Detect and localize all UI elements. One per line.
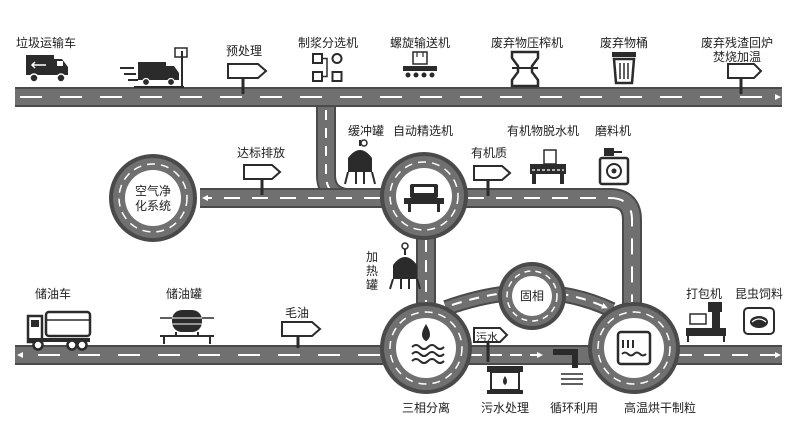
oil-tank-icon [160,310,214,344]
label-residue-incinerator-1: 废弃残渣回炉 [700,36,774,50]
label-wastewater-sign: 污水 [476,331,498,344]
road-sorter-to-drying [464,188,642,310]
label-waste-press: 废弃物压榨机 [490,36,564,50]
label-recycling: 循环利用 [549,401,599,415]
delivery-truck-scale-icon [120,47,188,88]
sign-organic-matter [473,165,512,196]
label-pretreatment: 预处理 [225,44,263,58]
label-solid-phase: 固相 [519,289,545,303]
label-organic-dewatering: 有机物脱水机 [507,124,580,138]
label-wastewater-treatment: 污水处理 [480,401,530,415]
label-pulping-sorting: 制浆分选机 [297,36,359,50]
waste-press-icon [510,50,540,88]
label-packer: 打包机 [686,287,723,301]
circle-solid-phase [498,262,566,330]
garbage-truck-icon [26,55,68,83]
sign-pretreatment [227,63,268,94]
circle-high-temp-drying [588,302,680,394]
label-grinder: 磨料机 [595,124,632,138]
sign-wastewater [473,327,509,362]
organic-dewatering-icon [530,149,566,184]
label-emission-standard: 达标排放 [236,146,286,160]
circle-auto-sorter [380,152,468,240]
label-waste-bin: 废弃物桶 [599,36,649,50]
oil-truck-icon [26,310,92,351]
label-buffer-tank: 缓冲罐 [348,124,385,138]
label-organic-matter: 有机质 [470,146,508,160]
sign-emission [243,164,282,195]
road-top-to-sorter [316,107,380,208]
label-heating-tank: 加热罐 [366,250,379,292]
circle-air-purification [109,154,197,242]
label-garbage-truck: 垃圾运输车 [16,36,77,50]
label-screw-conveyor: 螺旋输送机 [389,36,451,50]
label-auto-sorter: 自动精选机 [393,124,454,138]
water-separation-icon [411,324,445,364]
feed-bag-icon [743,307,775,335]
screw-conveyor-icon [403,51,437,78]
grinder-icon [598,148,630,186]
pulping-sorting-icon [312,53,343,82]
heating-tank-icon [389,242,421,290]
sign-crude-oil [281,321,322,348]
label-crude-oil: 毛油 [284,306,310,320]
label-oil-tank: 储油罐 [166,287,203,301]
label-high-temp-drying: 高温烘干制粒 [623,401,697,415]
sign-residue-incinerator [727,63,763,94]
waste-bin-icon [612,52,636,85]
circle-three-phase-separation [380,302,472,394]
label-residue-incinerator-2: 焚烧加温 [712,50,762,64]
sorter-machine-icon [404,184,444,212]
wastewater-treatment-icon [487,366,523,394]
dryer-icon [616,330,652,366]
packer-icon [686,302,726,342]
label-air-purification-1: 空气净 [134,184,172,198]
buffer-tank-icon [344,139,376,185]
label-air-purification-2: 化系统 [134,199,172,213]
label-oil-truck: 储油车 [35,287,72,301]
label-three-phase-separation: 三相分离 [401,401,451,415]
recycling-pipe-icon [553,349,583,385]
label-insect-feed: 昆虫饲料 [735,287,784,301]
